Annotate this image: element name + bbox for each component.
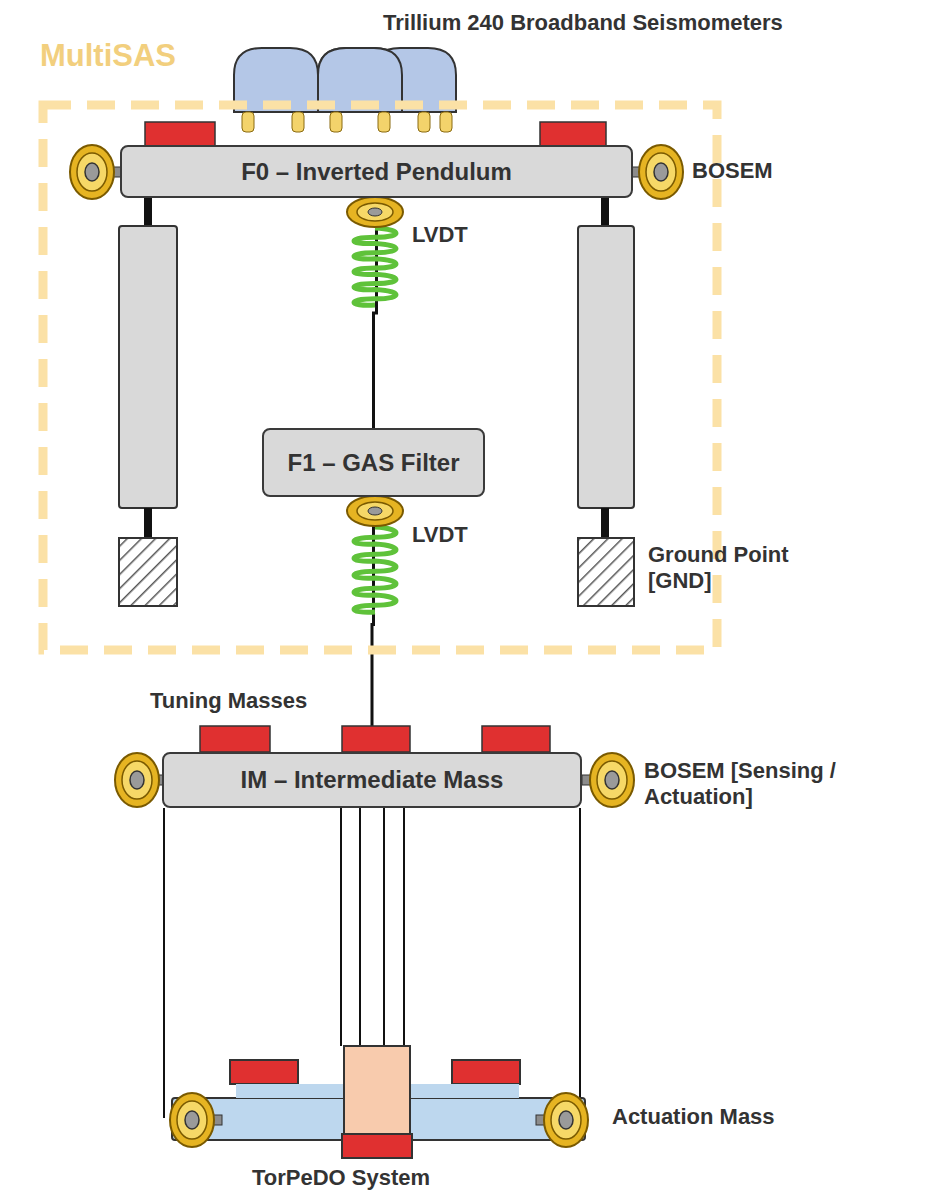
part-label: Actuation Mass xyxy=(612,1104,775,1130)
part-label: Ground Point [GND] xyxy=(648,542,818,595)
dashed-outline xyxy=(38,38,722,655)
stage-label: IM – Intermediate Mass xyxy=(241,766,504,794)
shape xyxy=(347,496,403,526)
tuning-mass xyxy=(145,122,606,146)
shape xyxy=(544,1093,588,1147)
shape xyxy=(347,197,403,227)
part-label: BOSEM [Sensing / Actuation] xyxy=(644,758,934,811)
shape xyxy=(368,208,382,216)
stage-box: F0 – Inverted Pendulum xyxy=(120,145,633,198)
lvdt xyxy=(347,496,403,612)
shape xyxy=(368,507,382,515)
lvdt xyxy=(347,197,403,305)
region-outline: MultiSAS F0 – Inverted Pendulum F1 – GAS F… xyxy=(38,38,722,655)
shape xyxy=(77,153,107,191)
shape xyxy=(185,1111,199,1129)
spring xyxy=(354,228,396,305)
shape xyxy=(177,1101,207,1139)
bosem xyxy=(631,145,683,199)
shape xyxy=(130,771,144,789)
region-title: MultiSAS xyxy=(40,38,176,74)
stage-box: F1 – GAS Filter xyxy=(262,428,485,497)
shape xyxy=(597,761,627,799)
shape xyxy=(646,153,676,191)
shape xyxy=(551,1101,581,1139)
stage-label: F1 – GAS Filter xyxy=(287,449,459,477)
part-label: LVDT xyxy=(412,522,468,548)
actuation-mass xyxy=(172,1046,585,1158)
shape xyxy=(605,771,619,789)
spring xyxy=(354,527,396,612)
shape xyxy=(357,502,393,520)
bosem xyxy=(70,145,122,199)
stage-label: F0 – Inverted Pendulum xyxy=(241,158,512,186)
shape xyxy=(170,1093,214,1147)
shape xyxy=(70,145,114,199)
seismometer-feet xyxy=(242,112,452,132)
bosem xyxy=(582,753,634,807)
bosem xyxy=(536,1093,588,1147)
lvdt-group xyxy=(347,197,403,612)
shape xyxy=(115,753,159,807)
shape xyxy=(590,753,634,807)
suspension-wire xyxy=(374,198,377,428)
stage-box: IM – Intermediate Mass xyxy=(162,752,582,808)
shape xyxy=(122,761,152,799)
part-label: Tuning Masses xyxy=(150,688,307,714)
bosem xyxy=(170,1093,222,1147)
shape xyxy=(639,145,683,199)
part-label: Trillium 240 Broadband Seismometers xyxy=(383,10,783,36)
part-label: LVDT xyxy=(412,222,468,248)
part-label: TorPeDO System xyxy=(252,1165,430,1191)
ip-leg xyxy=(119,198,634,538)
shape xyxy=(654,163,668,181)
part-label: BOSEM xyxy=(692,158,773,184)
shape xyxy=(357,203,393,221)
shape xyxy=(85,163,99,181)
bosem xyxy=(115,753,167,807)
shape xyxy=(559,1111,573,1129)
dashed-outline xyxy=(43,105,717,650)
tuning-mass xyxy=(200,726,550,752)
